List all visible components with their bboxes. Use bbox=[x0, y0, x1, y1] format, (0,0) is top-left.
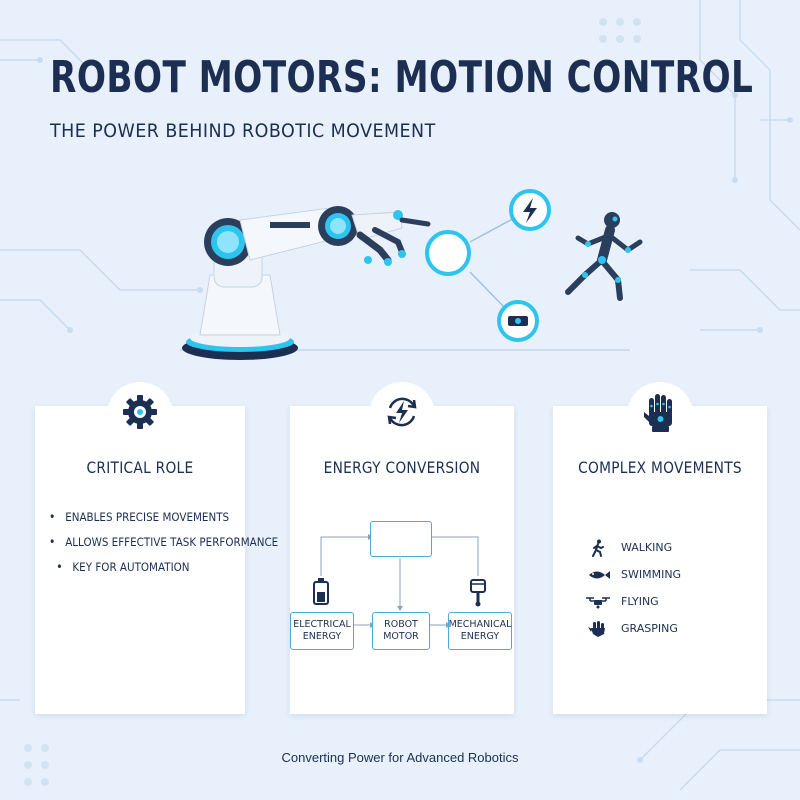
robot-arm-icon bbox=[182, 206, 431, 360]
flow-connectors bbox=[313, 529, 486, 628]
critical-role-card: CRITICAL ROLE •ENABLES PRECISE MOVEMENTS… bbox=[35, 382, 278, 714]
motor-icon bbox=[497, 300, 539, 342]
list-item: GRASPING bbox=[585, 615, 681, 642]
card-title: ENERGY CONVERSION bbox=[323, 458, 481, 477]
page-subtitle: THE POWER BEHIND ROBOTIC MOVEMENT bbox=[50, 120, 436, 142]
list-item: FLYING bbox=[585, 588, 681, 615]
drone-icon bbox=[585, 593, 611, 611]
card-title: CRITICAL ROLE bbox=[86, 458, 194, 477]
footer-tagline: Converting Power for Advanced Robotics bbox=[281, 750, 519, 765]
list-item: SWIMMING bbox=[585, 561, 681, 588]
piston-icon bbox=[470, 579, 486, 607]
card-title: COMPLEX MOVEMENTS bbox=[578, 458, 742, 477]
walking-icon bbox=[585, 539, 611, 557]
fish-icon bbox=[585, 566, 611, 584]
card-badge bbox=[627, 382, 693, 448]
card-badge bbox=[369, 382, 435, 448]
running-robot-icon bbox=[565, 212, 643, 301]
battery-icon bbox=[313, 578, 329, 605]
energy-conversion-card: ENERGY CONVERSION bbox=[290, 382, 514, 714]
robot-hand-icon bbox=[644, 394, 672, 432]
page-title: ROBOT MOTORS: MOTION CONTROL bbox=[50, 52, 754, 103]
bullet-list: •ENABLES PRECISE MOVEMENTS •ALLOWS EFFEC… bbox=[49, 510, 304, 585]
movement-list: WALKING SWIMMING FLYING GRASPING bbox=[585, 534, 681, 642]
motor-block bbox=[370, 521, 432, 557]
list-item: WALKING bbox=[585, 534, 681, 561]
complex-movements-card: COMPLEX MOVEMENTS WALKING SWIMMING FLYIN… bbox=[553, 382, 767, 714]
lightning-icon bbox=[509, 189, 551, 231]
list-item: •ALLOWS EFFECTIVE TASK PERFORMANCE bbox=[49, 535, 279, 549]
gear-icon bbox=[123, 395, 157, 429]
list-item: •KEY FOR AUTOMATION bbox=[56, 560, 190, 574]
card-badge bbox=[107, 382, 173, 448]
energy-cycle-icon bbox=[387, 397, 417, 427]
list-item: •ENABLES PRECISE MOVEMENTS bbox=[49, 510, 230, 524]
hero-illustration bbox=[180, 189, 643, 360]
grasping-icon bbox=[585, 620, 611, 638]
